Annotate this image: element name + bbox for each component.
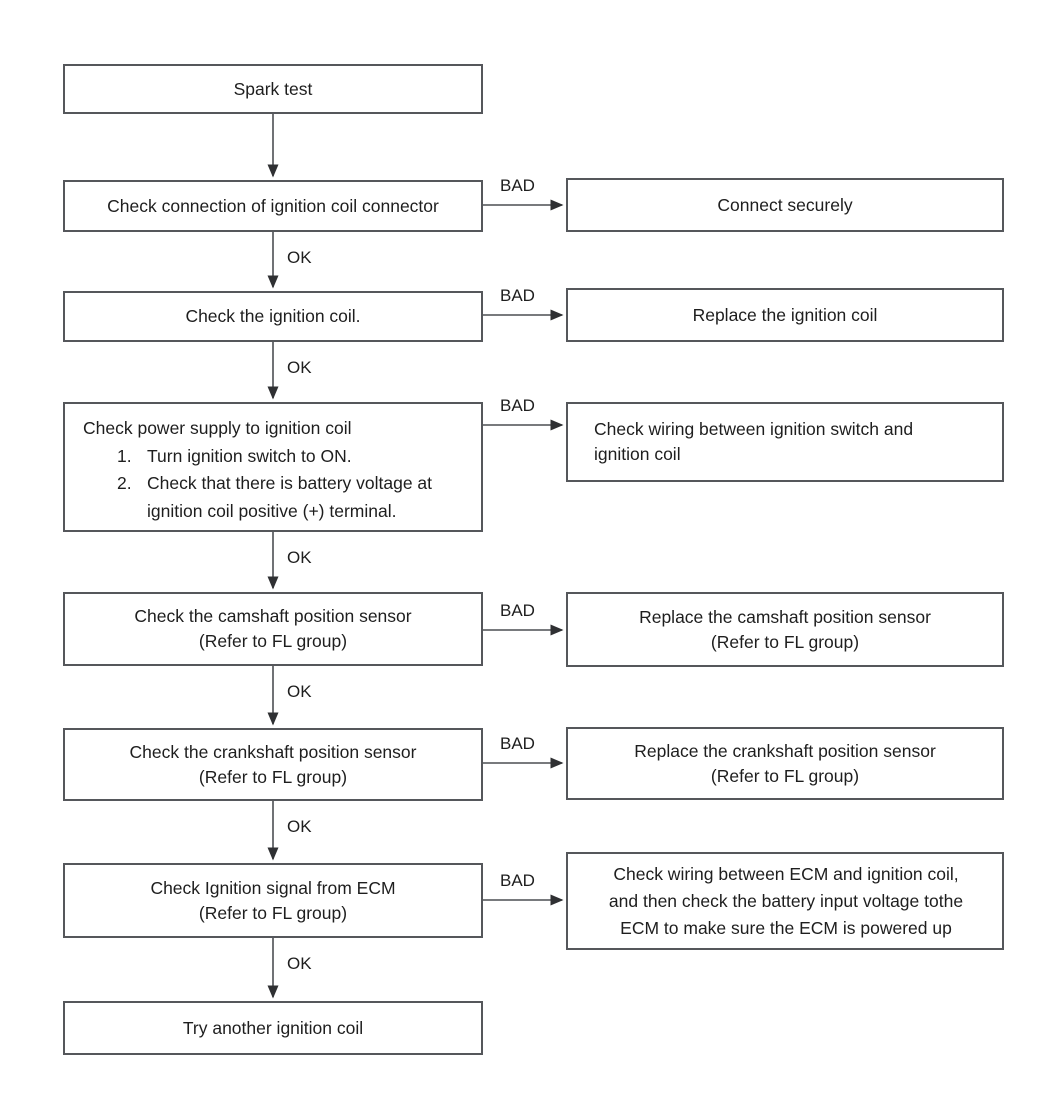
power-step-2-number: 2.: [117, 473, 132, 493]
bad-label-3: BAD: [500, 396, 535, 415]
node-replace-camshaft-line2: (Refer to FL group): [710, 631, 860, 652]
bad-label-5: BAD: [500, 734, 535, 753]
node-replace-crankshaft: Replace the crankshaft position sensor (…: [566, 727, 1004, 800]
node-check-ignition-signal-line2: (Refer to FL group): [198, 902, 348, 923]
node-replace-crankshaft-line2: (Refer to FL group): [710, 765, 860, 786]
power-step-2: 2. Check that there is battery voltage a…: [117, 470, 432, 525]
node-check-connector: Check connection of ignition coil connec…: [63, 180, 483, 232]
ok-label-5: OK: [287, 817, 312, 836]
ok-label-2: OK: [287, 358, 312, 377]
power-step-1-text: Turn ignition switch to ON.: [147, 445, 352, 466]
node-check-wiring-ecm-line2: and then check the battery input voltage…: [608, 890, 964, 911]
ok-label-3: OK: [287, 548, 312, 567]
node-check-ignition-signal-line1: Check Ignition signal from ECM: [150, 877, 396, 898]
node-replace-coil-text: Replace the ignition coil: [692, 304, 878, 325]
bad-label-6: BAD: [500, 871, 535, 890]
node-check-wiring-ecm: Check wiring between ECM and ignition co…: [566, 852, 1004, 950]
node-check-camshaft: Check the camshaft position sensor (Refe…: [63, 592, 483, 666]
node-replace-camshaft: Replace the camshaft position sensor (Re…: [566, 592, 1004, 667]
node-spark-test-text: Spark test: [233, 78, 313, 99]
power-step-2-text-line1: Check that there is battery voltage at: [147, 473, 433, 493]
node-spark-test: Spark test: [63, 64, 483, 114]
bad-label-2: BAD: [500, 286, 535, 305]
node-replace-crankshaft-line1: Replace the crankshaft position sensor: [634, 740, 936, 761]
power-step-1-number: 1.: [117, 445, 132, 466]
node-replace-camshaft-line1: Replace the camshaft position sensor: [639, 606, 931, 627]
node-connect-securely: Connect securely: [566, 178, 1004, 232]
node-check-crankshaft: Check the crankshaft position sensor (Re…: [63, 728, 483, 801]
node-check-coil: Check the ignition coil.: [63, 291, 483, 342]
power-step-1: 1. Turn ignition switch to ON.: [117, 443, 352, 471]
node-try-another-coil: Try another ignition coil: [63, 1001, 483, 1055]
node-check-wiring-switch: Check wiring between ignition switch and…: [566, 402, 1004, 482]
node-try-another-coil-text: Try another ignition coil: [182, 1017, 364, 1038]
node-check-power-title: Check power supply to ignition coil: [83, 418, 352, 438]
node-check-camshaft-line2: (Refer to FL group): [198, 631, 348, 651]
node-check-power-supply: Check power supply to ignition coil 1. T…: [63, 402, 483, 532]
node-check-wiring-ecm-line1: Check wiring between ECM and ignition co…: [613, 863, 959, 884]
ok-label-6: OK: [287, 954, 312, 973]
node-check-ignition-signal: Check Ignition signal from ECM (Refer to…: [63, 863, 483, 938]
node-check-camshaft-line1: Check the camshaft position sensor: [134, 606, 412, 626]
node-check-crankshaft-line2: (Refer to FL group): [198, 766, 348, 787]
ok-label-4: OK: [287, 682, 312, 701]
ok-label-1: OK: [287, 248, 312, 267]
node-connect-securely-text: Connect securely: [717, 194, 853, 215]
node-check-wiring-switch-line1: Check wiring between ignition switch and: [594, 419, 914, 439]
node-check-crankshaft-line1: Check the crankshaft position sensor: [129, 741, 417, 762]
node-check-wiring-switch-line2: ignition coil: [594, 444, 681, 464]
power-step-2-text-line2: ignition coil positive (+) terminal.: [147, 500, 397, 521]
node-replace-coil: Replace the ignition coil: [566, 288, 1004, 342]
bad-label-4: BAD: [500, 601, 535, 620]
node-check-coil-text: Check the ignition coil.: [185, 306, 361, 326]
node-check-connector-text: Check connection of ignition coil connec…: [107, 195, 439, 216]
node-check-wiring-ecm-line3: ECM to make sure the ECM is powered up: [620, 917, 952, 938]
bad-label-1: BAD: [500, 176, 535, 195]
